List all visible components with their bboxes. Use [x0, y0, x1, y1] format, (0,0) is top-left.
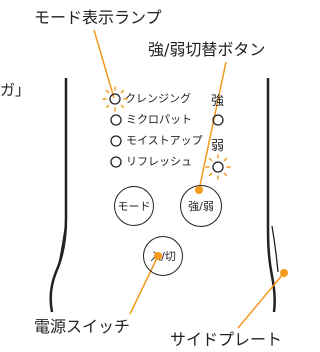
power-button-dot: [154, 252, 162, 260]
device-right-edge: [266, 78, 276, 313]
mode-label-cleansing: クレンジング: [125, 92, 191, 105]
lamp-moist-up: [110, 135, 122, 147]
device-right-inner-edge: [271, 225, 279, 273]
lamp-weak: [212, 161, 224, 173]
lamp-refresh: [110, 156, 122, 168]
strength-button[interactable]: 強/弱: [180, 185, 222, 227]
lamp-micro-pat: [110, 114, 122, 126]
cut-off-label: ガ」: [0, 81, 31, 99]
mode-label-refresh: リフレッシュ: [126, 155, 192, 168]
lamp-cleansing: [109, 93, 121, 105]
strength-switch-leader: [198, 61, 227, 191]
mode-label-micro-pat: ミクロパット: [126, 113, 192, 126]
side-plate-dot: [280, 269, 288, 277]
lamp-strong: [212, 114, 224, 126]
device-left-edge: [49, 78, 68, 313]
strength-label-strong: 強: [211, 94, 225, 109]
strength-button-dot: [195, 186, 203, 194]
strength-switch-callout: 強/弱切替ボタン: [148, 40, 266, 59]
power-switch-callout: 電源スイッチ: [34, 317, 131, 336]
lamp-weak-glow: [205, 154, 231, 180]
lamp-cleansing-glow: [102, 86, 128, 112]
mode-lamp-leader: [93, 29, 115, 99]
side-plate-leader: [237, 272, 285, 329]
side-plate-callout: サイドプレート: [170, 330, 283, 349]
mode-button[interactable]: モード: [114, 186, 154, 226]
strength-label-weak: 弱: [211, 139, 225, 154]
device-left-inner-edge: [57, 221, 67, 269]
mode-label-moist-up: モイストアップ: [126, 134, 203, 147]
mode-lamp-callout: モード表示ランプ: [34, 8, 162, 27]
